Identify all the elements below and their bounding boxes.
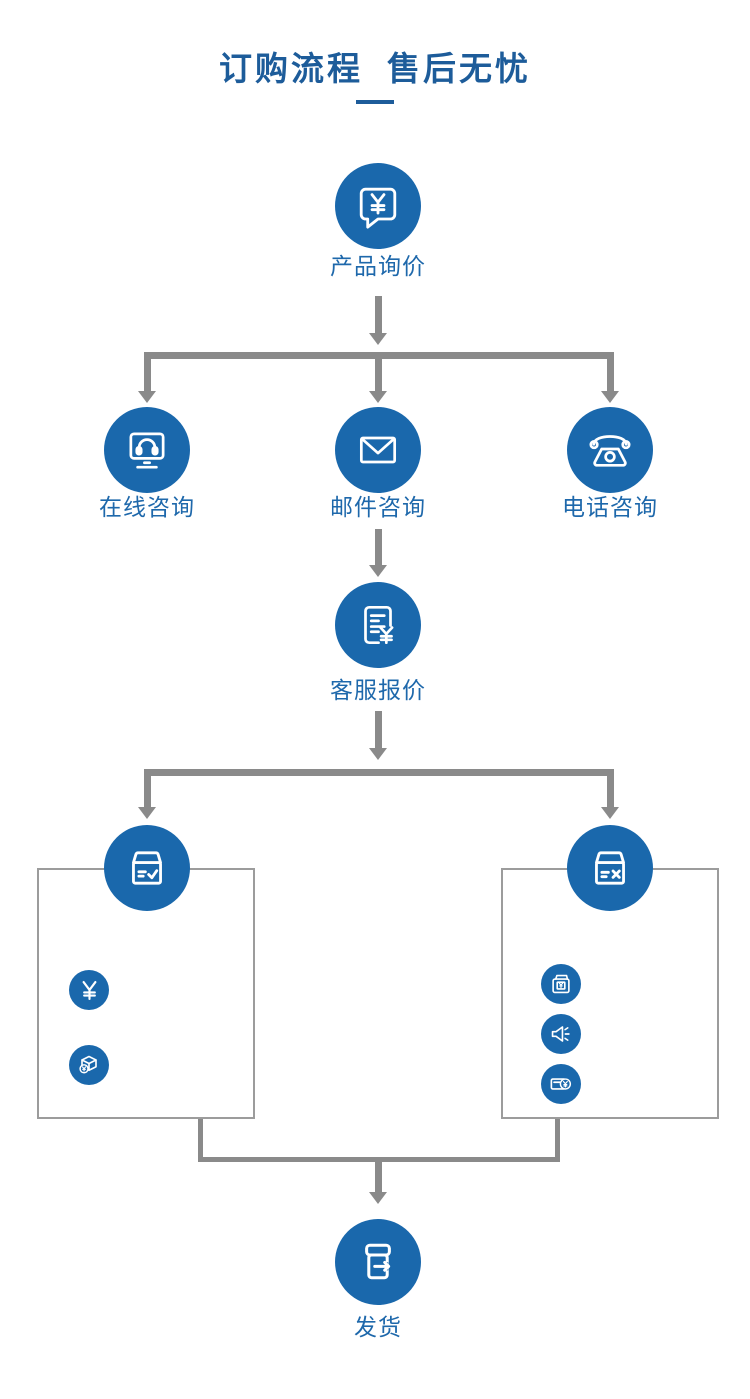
arrow-down-icon — [369, 390, 387, 403]
arrow-down-icon — [369, 748, 387, 760]
arrow-down-icon — [601, 806, 619, 819]
quotation-document-yen-icon — [364, 605, 394, 645]
title-underline — [356, 100, 394, 104]
yen-icon — [82, 980, 96, 1000]
arrow-down-icon — [369, 333, 387, 345]
wallet-yen-icon — [552, 974, 570, 994]
speaker-icon — [551, 1026, 570, 1042]
page-title-part2: 售后无忧 — [387, 50, 531, 87]
connector-line — [606, 351, 614, 391]
arrow-down-icon — [369, 1192, 387, 1204]
connector-line — [606, 768, 614, 807]
out-of-stock-group-box — [501, 868, 719, 1119]
telephone-icon — [589, 435, 631, 467]
label-email-consult: 邮件咨询 — [330, 494, 426, 520]
node-service-quote — [335, 582, 421, 668]
storage-box-check-icon — [132, 851, 162, 885]
container-arrow-icon — [365, 1243, 391, 1280]
connector-line — [374, 296, 382, 333]
monitor-headset-icon — [129, 432, 165, 469]
connector-line — [143, 768, 614, 776]
card-coin-icon — [550, 1078, 572, 1090]
node-ship — [335, 1219, 421, 1305]
connector-line — [374, 1160, 382, 1192]
node-email-consult — [335, 407, 421, 493]
envelope-icon — [359, 436, 397, 464]
connector-line — [197, 1157, 560, 1162]
in-stock-item-icon-1 — [69, 970, 109, 1010]
out-of-stock-item-icon-1 — [541, 964, 581, 1004]
connector-line — [554, 1119, 560, 1162]
arrow-down-icon — [138, 806, 156, 819]
connector-line — [374, 711, 382, 748]
arrow-down-icon — [138, 390, 156, 403]
package-coin-icon — [79, 1055, 97, 1074]
connector-line — [374, 529, 382, 565]
page-title: 订购流程 售后无忧 — [0, 48, 750, 90]
connector-line — [143, 351, 151, 391]
connector-line — [374, 351, 382, 391]
node-online-consult — [104, 407, 190, 493]
node-phone-consult — [567, 407, 653, 493]
arrow-down-icon — [601, 390, 619, 403]
label-product-inquiry: 产品询价 — [330, 253, 426, 279]
out-of-stock-item-icon-3 — [541, 1064, 581, 1104]
node-in-stock — [104, 825, 190, 911]
node-out-of-stock — [567, 825, 653, 911]
out-of-stock-item-icon-2 — [541, 1014, 581, 1054]
in-stock-item-icon-2 — [69, 1045, 109, 1085]
label-phone-consult: 电话咨询 — [562, 494, 658, 520]
page-title-part1: 订购流程 — [219, 50, 363, 87]
label-ship: 发货 — [354, 1314, 402, 1340]
storage-box-x-icon — [595, 851, 625, 885]
connector-line — [143, 768, 151, 807]
arrow-down-icon — [369, 565, 387, 577]
speech-bubble-yen-icon — [359, 187, 397, 229]
connector-line — [197, 1119, 203, 1162]
label-service-quote: 客服报价 — [330, 677, 426, 703]
node-product-inquiry — [335, 163, 421, 249]
label-online-consult: 在线咨询 — [99, 494, 195, 520]
